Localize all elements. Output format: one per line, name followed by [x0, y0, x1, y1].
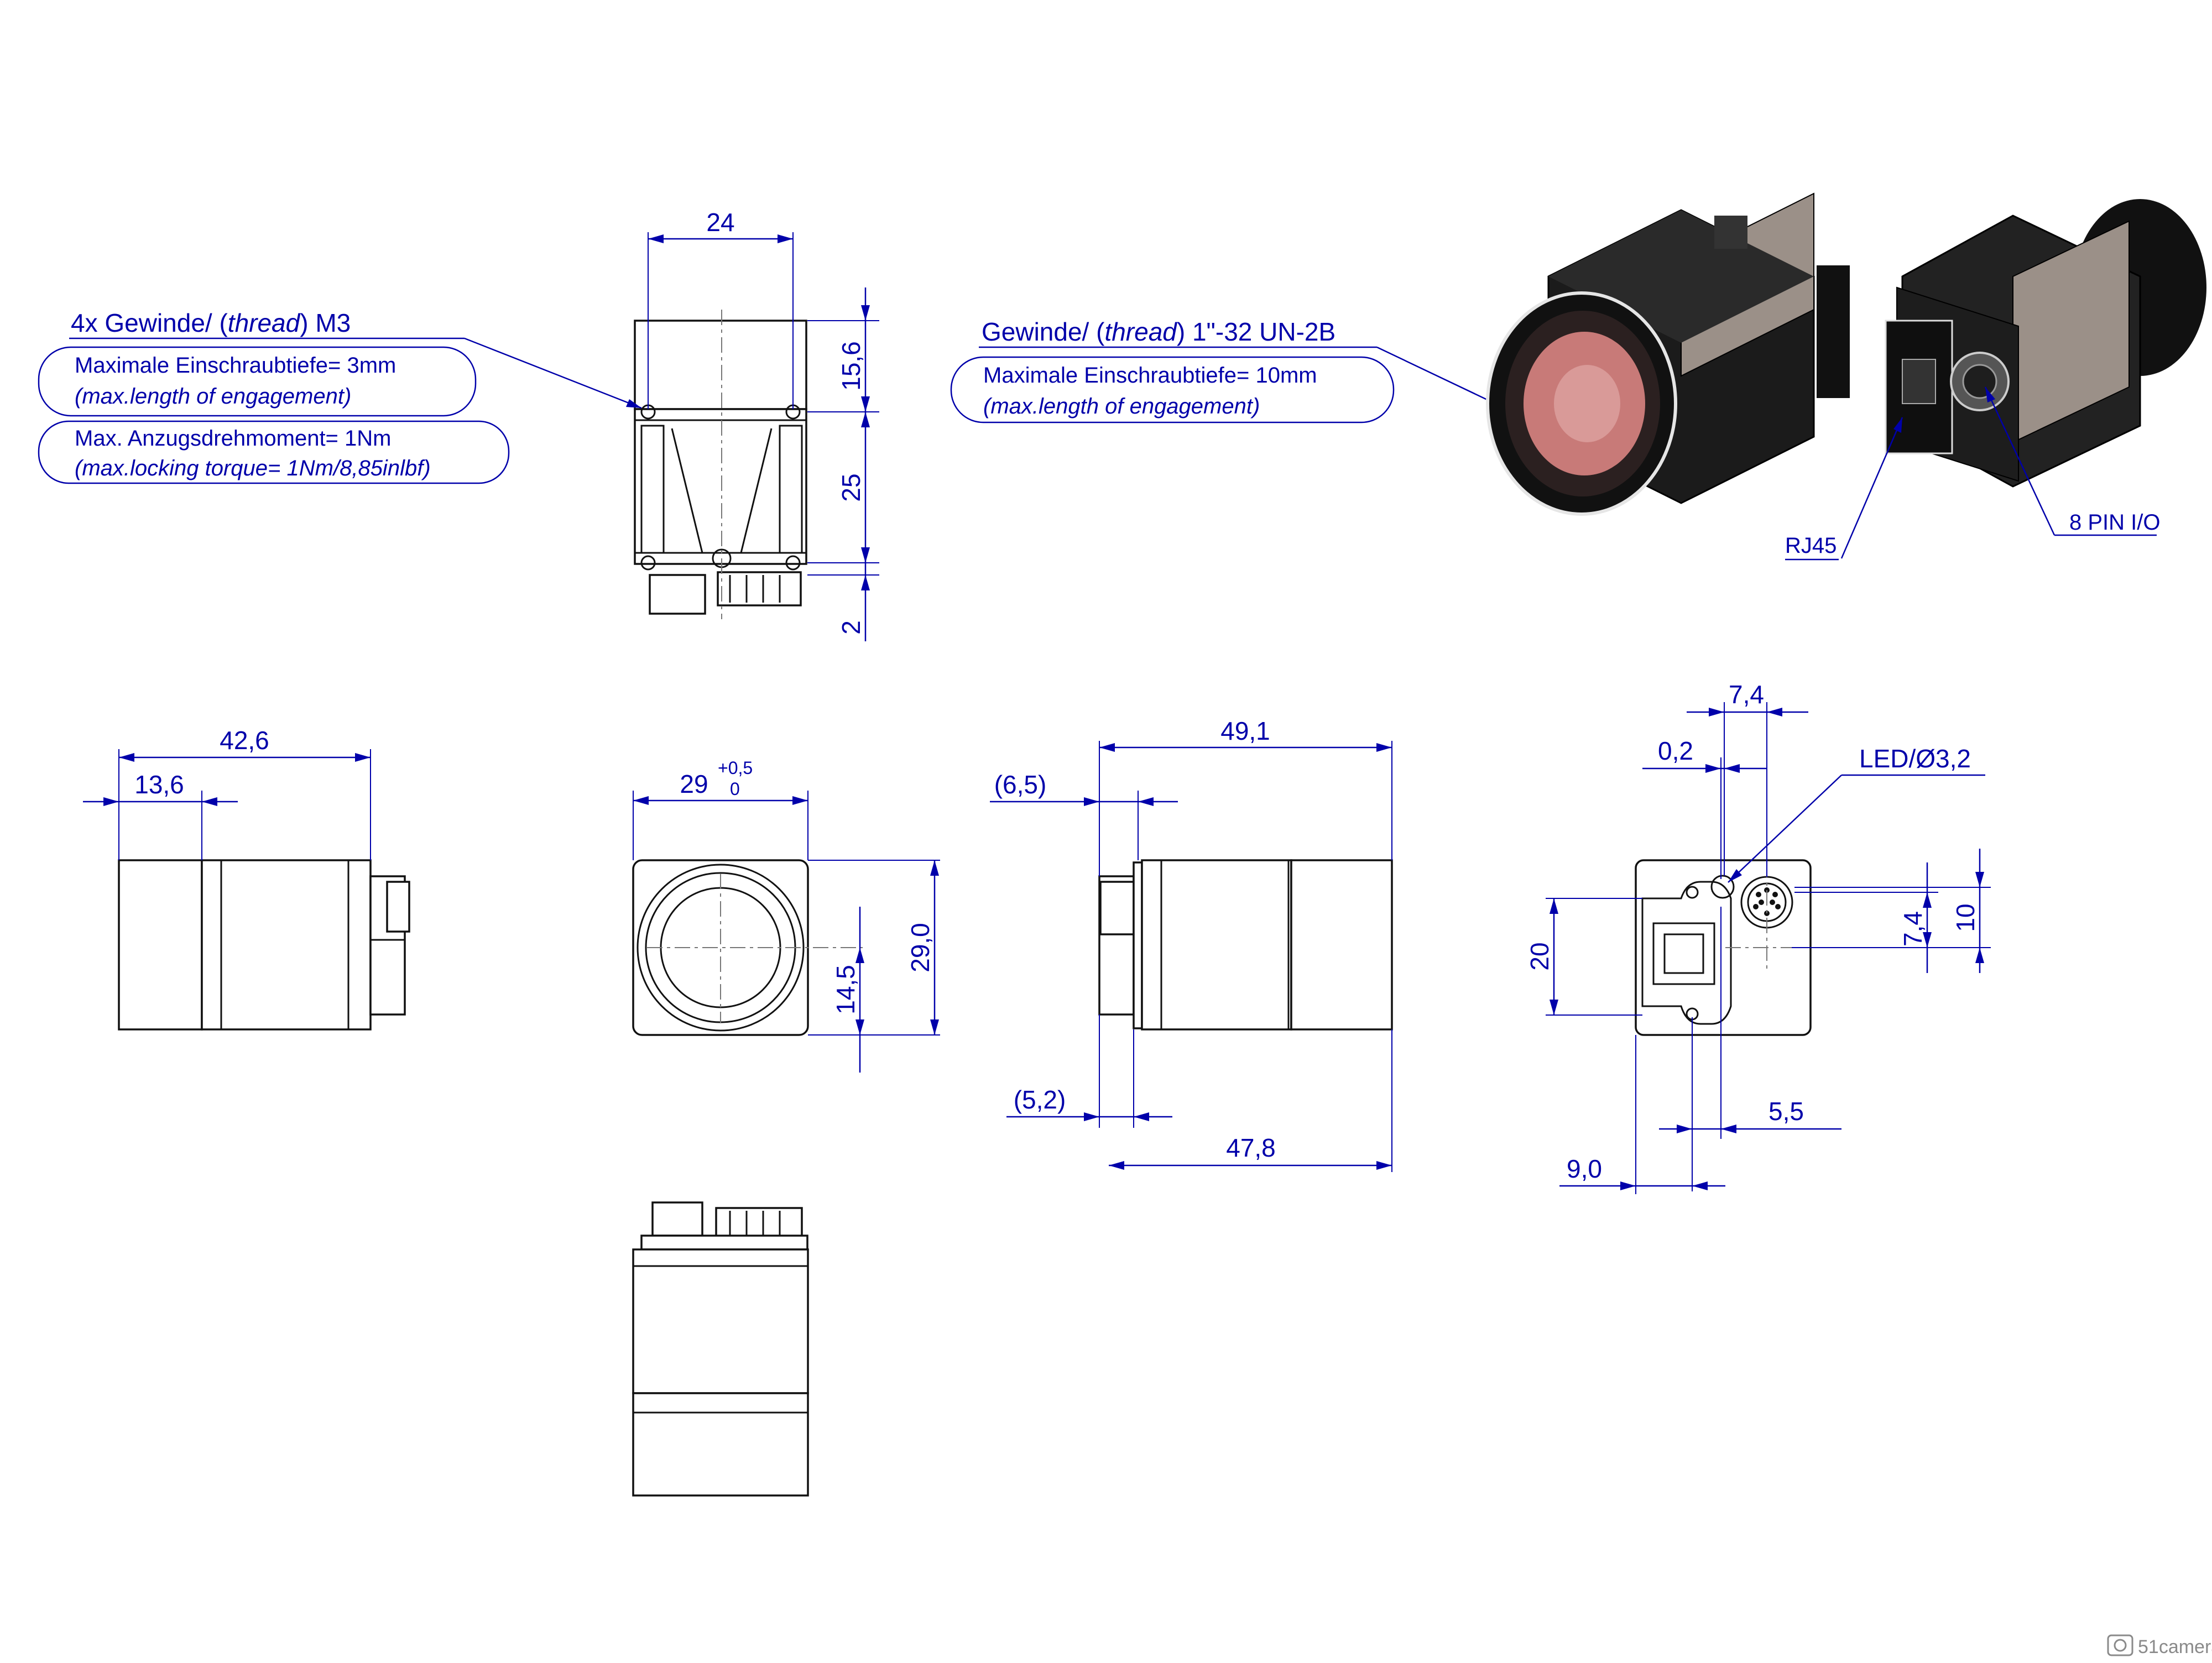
- dim-back-74-right: 7,4: [1898, 911, 1927, 946]
- lens-note-title: Gewinde/ (thread) 1"-32 UN-2B: [982, 317, 1335, 346]
- mount-hole-icon: [785, 555, 801, 571]
- thread-note-box2-line2: (max.locking torque= 1Nm/8,85inlbf): [75, 456, 431, 480]
- dim-top-v3: 2: [837, 620, 865, 635]
- dim-front-height: 29,0: [906, 923, 935, 972]
- side-right-lens-block: [1290, 859, 1393, 1031]
- lens-note-line2: (max.length of engagement): [983, 394, 1260, 419]
- top-view: 24 15,6 25 2: [634, 208, 879, 641]
- iso-labels: RJ45 8 PIN I/O: [1785, 386, 2161, 561]
- side-left-body: [201, 859, 372, 1031]
- iso-view-back: [1885, 199, 2206, 488]
- thread-note-box-2: [38, 420, 510, 484]
- dim-back-02: 0,2: [1658, 736, 1693, 765]
- thread-note-title: 4x Gewinde/ (thread) M3: [71, 308, 351, 337]
- dim-side-left-total: 42,6: [220, 726, 269, 755]
- thread-note-m3: 4x Gewinde/ (thread) M3 Maximale Einschr…: [38, 308, 642, 484]
- lens-note-box: [950, 356, 1395, 423]
- dim-side-right-ref-top: (6,5): [994, 770, 1047, 799]
- dim-front-tol-plus: +0,5: [718, 758, 753, 778]
- lens-note-line1: Maximale Einschraubtiefe= 10mm: [983, 363, 1317, 388]
- top-view-io-connector: [717, 571, 802, 606]
- side-view-right: 49,1 (6,5) (5,2) 47,8: [990, 717, 1393, 1172]
- dim-back-90: 9,0: [1567, 1154, 1602, 1183]
- dim-back-55: 5,5: [1768, 1097, 1804, 1126]
- back-rj45-frame: [1641, 881, 1732, 1025]
- watermark-text: 51camera: [2138, 1636, 2212, 1657]
- thread-note-lens: Gewinde/ (thread) 1"-32 UN-2B Maximale E…: [950, 317, 1566, 438]
- bottom-view-lens-block: [632, 1392, 809, 1497]
- dim-side-right-ref-bottom: (5,2): [1014, 1085, 1066, 1114]
- dim-back-10: 10: [1951, 903, 1980, 932]
- front-lens-mount-icon: [637, 864, 805, 1032]
- thread-note-box2-line1: Max. Anzugsdrehmoment= 1Nm: [75, 426, 391, 451]
- bottom-view-rj45-connector: [651, 1201, 703, 1237]
- top-view-rj45-connector: [649, 574, 706, 615]
- front-view: 29 +0,5 0 29,0 14,5: [632, 758, 940, 1073]
- dim-front-width: 29: [680, 770, 708, 798]
- dim-side-left-part: 13,6: [134, 770, 184, 799]
- side-right-body: [1141, 859, 1292, 1031]
- bottom-view: [632, 1201, 809, 1497]
- led-icon: [1710, 875, 1735, 899]
- dim-front-half: 14,5: [831, 965, 860, 1014]
- dim-side-right-total-top: 49,1: [1220, 717, 1270, 745]
- back-view: 7,4 0,2 LED/Ø3,2 20 7,4 10: [1525, 680, 1991, 1194]
- label-8pin-io: 8 PIN I/O: [2069, 510, 2161, 535]
- thread-note-box-1: [38, 346, 477, 417]
- dim-top-width: 24: [706, 208, 734, 237]
- dim-side-right-total-bottom: 47,8: [1226, 1133, 1276, 1162]
- label-led: LED/Ø3,2: [1859, 744, 1971, 773]
- watermark-camera-icon: [2107, 1634, 2133, 1656]
- top-view-body: [634, 408, 807, 565]
- side-view-left: 42,6 13,6: [83, 726, 410, 1031]
- thread-note-box1-line2: (max.length of engagement): [75, 384, 351, 409]
- dim-back-20: 20: [1525, 942, 1554, 970]
- label-rj45: RJ45: [1785, 534, 1837, 558]
- dim-back-74-top: 7,4: [1729, 680, 1764, 709]
- dim-front-tol-minus: 0: [730, 779, 740, 799]
- back-rj45-port: [1652, 922, 1715, 985]
- top-view-lens-block: [634, 320, 807, 410]
- mount-hole-icon: [640, 555, 656, 571]
- thread-note-box1-line1: Maximale Einschraubtiefe= 3mm: [75, 353, 396, 378]
- iso-view-front: [1486, 192, 1850, 516]
- side-left-lens-block: [118, 859, 203, 1031]
- watermark: 51camera: [2107, 1634, 2212, 1657]
- bottom-view-body: [632, 1248, 809, 1394]
- screw-icon: [1686, 886, 1699, 899]
- bottom-view-rear-plate: [640, 1235, 808, 1251]
- dim-top-v2: 25: [837, 473, 865, 501]
- dim-top-v1: 15,6: [837, 341, 865, 391]
